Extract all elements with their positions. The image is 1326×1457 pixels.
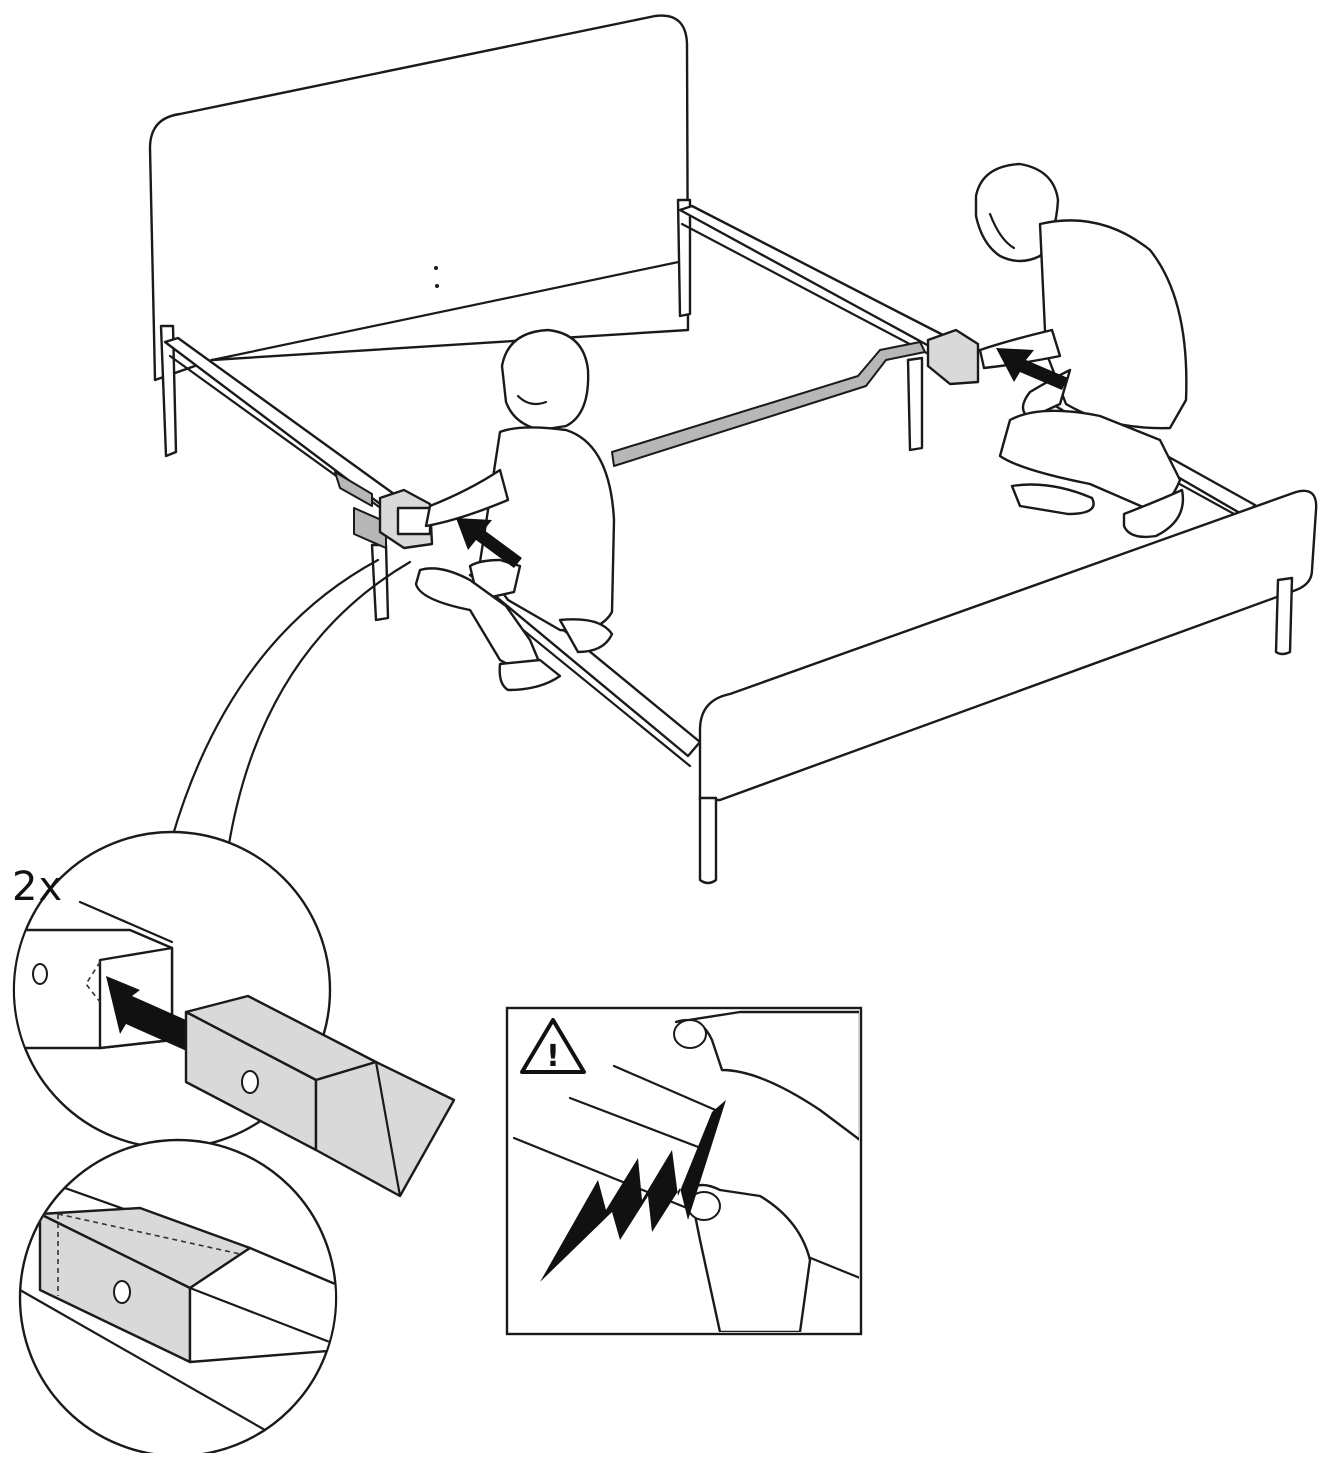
rail-connector-left: [353, 488, 434, 550]
person-woman: [414, 328, 616, 692]
rail-connector-right: [926, 328, 980, 386]
callout-lines: [170, 558, 412, 852]
warning-triangle-icon: !: [520, 1018, 586, 1074]
push-arrow-left: [456, 518, 522, 568]
quantity-label: 2x: [12, 864, 64, 910]
headboard: [148, 14, 690, 382]
footboard: [698, 489, 1318, 885]
left-side-rail: [163, 336, 702, 768]
connector-bar: [184, 994, 456, 1198]
center-beam: [611, 341, 926, 467]
center-legs: [370, 356, 924, 622]
warning-symbol: !: [546, 1039, 560, 1074]
push-arrow-right: [996, 348, 1068, 390]
detail-circle-result: [18, 1138, 338, 1457]
warning-panel: !: [505, 1006, 863, 1336]
